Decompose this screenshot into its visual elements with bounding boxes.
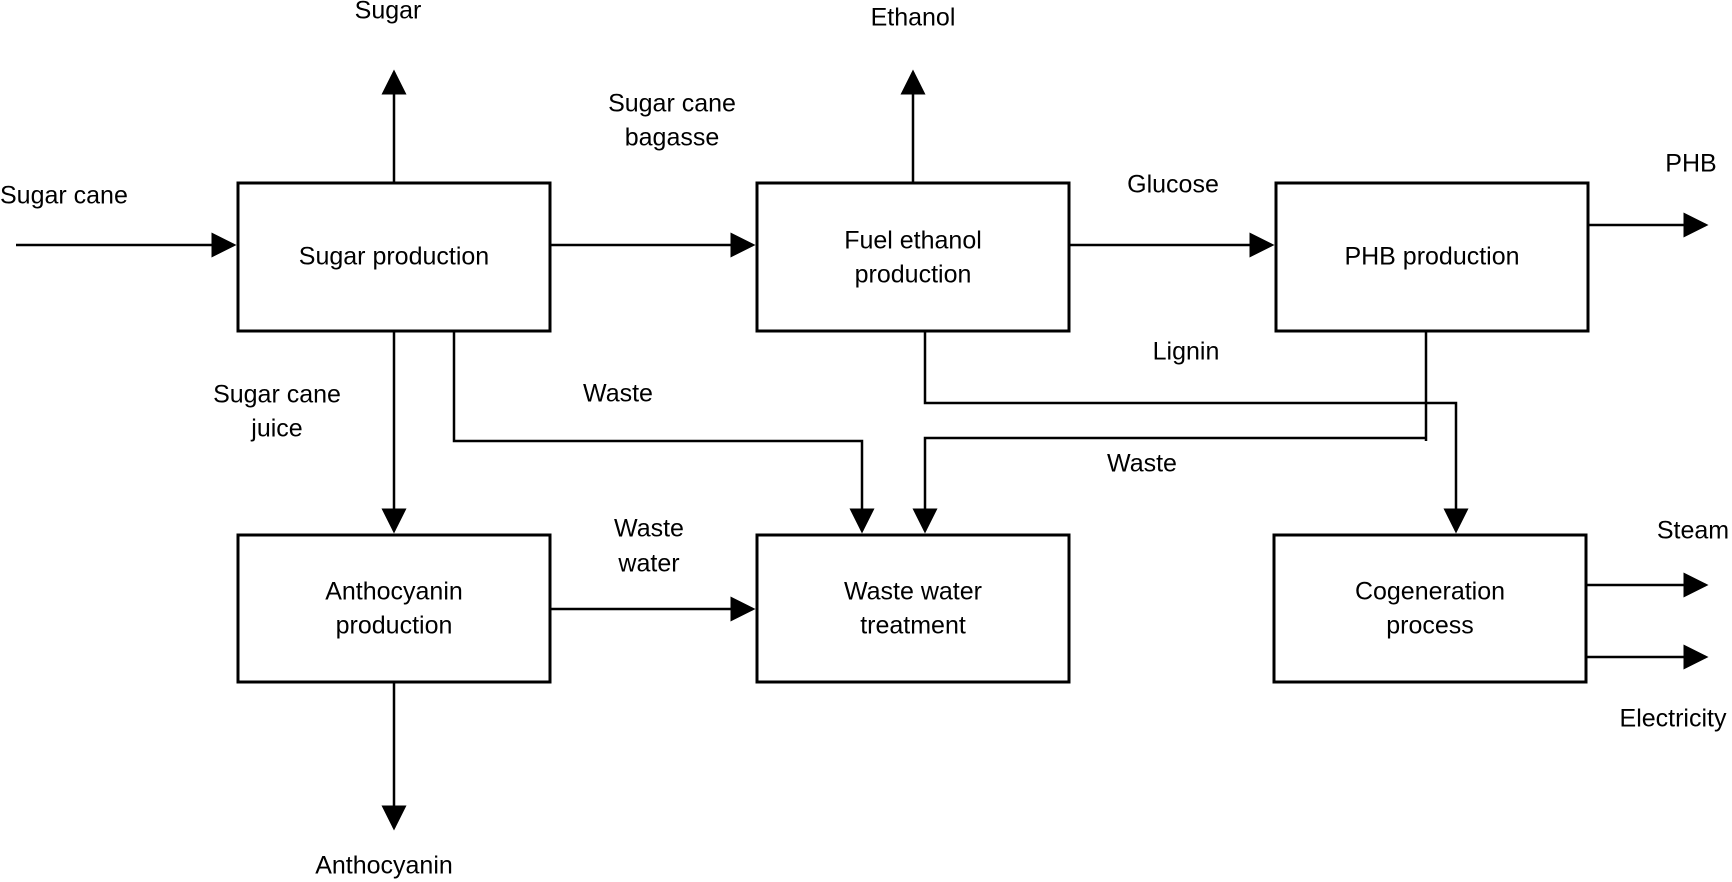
label-anthocyanin: Anthocyanin: [315, 852, 453, 880]
arrow-waste-from-phb-production: [912, 436, 1426, 534]
node-cogeneration-process-label-line-1: Cogeneration: [1355, 578, 1505, 606]
node-cogeneration-process: Cogeneration process: [1272, 533, 1588, 684]
node-sugar-production: Sugar production: [236, 181, 552, 333]
label-waste-water-line-1: Waste: [614, 515, 684, 543]
node-anthocyanin-production-label-line-2: production: [336, 612, 453, 640]
label-ethanol: Ethanol: [871, 4, 956, 32]
arrow-waste-from-sugar-production: [452, 331, 875, 534]
node-waste-water-treatment: Waste water treatment: [755, 533, 1071, 684]
label-glucose: Glucose: [1127, 171, 1219, 199]
node-cogeneration-process-label-line-2: process: [1386, 612, 1474, 640]
node-fuel-ethanol-production-label-line-1: Fuel ethanol: [844, 227, 982, 255]
label-sugar-cane-bagasse-line-2: bagasse: [625, 124, 720, 152]
label-lignin: Lignin: [1153, 338, 1220, 366]
node-waste-water-treatment-label-line-1: Waste water: [844, 578, 982, 606]
label-waste-from-phb-production: Waste: [1107, 450, 1177, 478]
node-phb-production-label: PHB production: [1344, 243, 1519, 271]
label-waste-water-line-2: water: [617, 550, 679, 578]
label-sugar-cane: Sugar cane: [0, 182, 128, 210]
node-sugar-production-label: Sugar production: [299, 243, 489, 271]
label-sugar-cane-juice-line-2: juice: [250, 415, 302, 443]
node-fuel-ethanol-production: Fuel ethanol production: [755, 181, 1071, 333]
label-sugar-cane-juice-line-1: Sugar cane: [213, 381, 341, 409]
label-sugar: Sugar: [355, 0, 422, 25]
label-waste-from-sugar-production: Waste: [583, 380, 653, 408]
label-electricity: Electricity: [1620, 705, 1727, 733]
node-phb-production: PHB production: [1274, 181, 1590, 333]
node-anthocyanin-production-label-line-1: Anthocyanin: [325, 578, 463, 606]
arrow-lignin: [923, 331, 1469, 534]
label-steam: Steam: [1657, 517, 1729, 545]
label-phb: PHB: [1665, 150, 1716, 178]
node-waste-water-treatment-label-line-2: treatment: [860, 612, 966, 640]
node-fuel-ethanol-production-label-line-2: production: [855, 261, 972, 289]
label-sugar-cane-bagasse-line-1: Sugar cane: [608, 90, 736, 118]
node-anthocyanin-production: Anthocyanin production: [236, 533, 552, 684]
